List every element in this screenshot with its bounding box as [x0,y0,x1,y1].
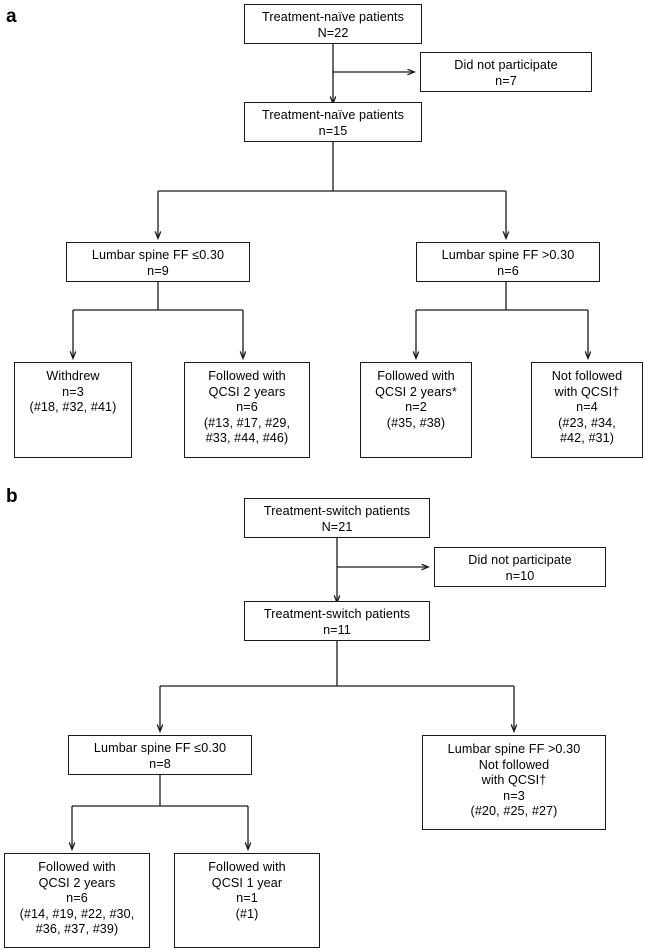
node-withdrew: Withdrew n=3 (#18, #32, #41) [14,362,132,458]
node-did-not-participate-b: Did not participate n=10 [434,547,606,587]
node-treatment-naive-included: Treatment-naïve patients n=15 [244,102,422,142]
node-followed-qcsi-2-years-n2-a: Followed with QCSI 2 years* n=2 (#35, #3… [360,362,472,458]
node-lumbar-spine-ff-high-a: Lumbar spine FF >0.30 n=6 [416,242,600,282]
node-followed-qcsi-1-year-n1-b: Followed with QCSI 1 year n=1 (#1) [174,853,320,948]
panel-label-a: a [6,6,17,27]
node-lumbar-spine-ff-low-b: Lumbar spine FF ≤0.30 n=8 [68,735,252,775]
node-lumbar-spine-ff-high-not-followed-b: Lumbar spine FF >0.30 Not followed with … [422,735,606,830]
node-followed-qcsi-2-years-n6-a: Followed with QCSI 2 years n=6 (#13, #17… [184,362,310,458]
node-lumbar-spine-ff-low-a: Lumbar spine FF ≤0.30 n=9 [66,242,250,282]
node-not-followed-with-qcsi-n4-a: Not followed with QCSI† n=4 (#23, #34, #… [531,362,643,458]
node-did-not-participate-a: Did not participate n=7 [420,52,592,92]
node-followed-qcsi-2-years-n6-b: Followed with QCSI 2 years n=6 (#14, #19… [4,853,150,948]
node-treatment-switch-included: Treatment-switch patients n=11 [244,601,430,641]
panel-label-b: b [6,486,18,507]
node-treatment-naive-enrolled: Treatment-naïve patients N=22 [244,4,422,44]
node-treatment-switch-enrolled: Treatment-switch patients N=21 [244,498,430,538]
